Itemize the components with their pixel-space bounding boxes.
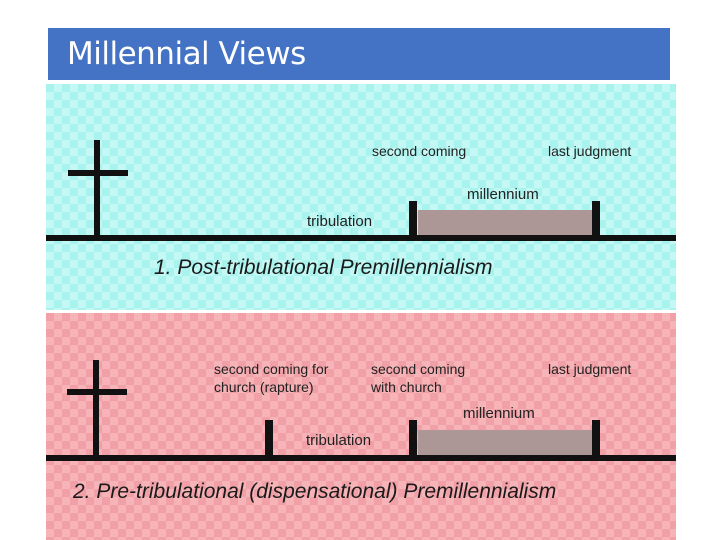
label-second-coming: second coming <box>372 143 467 159</box>
label-rapture-line1: second coming for <box>214 361 329 377</box>
slide-title: Millennial Views <box>67 36 306 72</box>
diagram-caption: 1. Post-tribulational Premillennialism <box>154 256 493 279</box>
label-second-coming-line2: with church <box>371 379 442 395</box>
timeline <box>46 455 676 461</box>
cross-horizontal <box>68 170 128 176</box>
post-trib-diagram: second coming last judgment millennium t… <box>46 84 676 310</box>
cross-vertical <box>94 140 100 240</box>
millennium-bar <box>418 210 593 235</box>
diagram-caption: 2. Pre-tribulational (dispensational) Pr… <box>73 480 557 503</box>
label-last-judgment: last judgment <box>548 361 632 377</box>
label-last-judgment: last judgment <box>548 143 632 159</box>
label-millennium: millennium <box>463 405 535 422</box>
last-judgment-marker <box>592 420 600 457</box>
label-tribulation: tribulation <box>306 432 372 449</box>
label-second-coming-line1: second coming <box>371 361 466 377</box>
rapture-marker <box>265 420 273 457</box>
second-coming-marker <box>409 201 417 237</box>
slide-title-bar: Millennial Views <box>48 28 670 80</box>
label-tribulation: tribulation <box>307 213 373 230</box>
cross-horizontal <box>67 389 127 395</box>
pre-trib-diagram: second coming for church (rapture) secon… <box>46 313 676 540</box>
timeline <box>46 235 676 241</box>
label-millennium: millennium <box>467 186 539 203</box>
last-judgment-marker <box>592 201 600 237</box>
cross-vertical <box>93 360 99 460</box>
label-rapture-line2: church (rapture) <box>214 379 314 395</box>
millennium-bar <box>418 430 593 455</box>
second-coming-marker <box>409 420 417 457</box>
